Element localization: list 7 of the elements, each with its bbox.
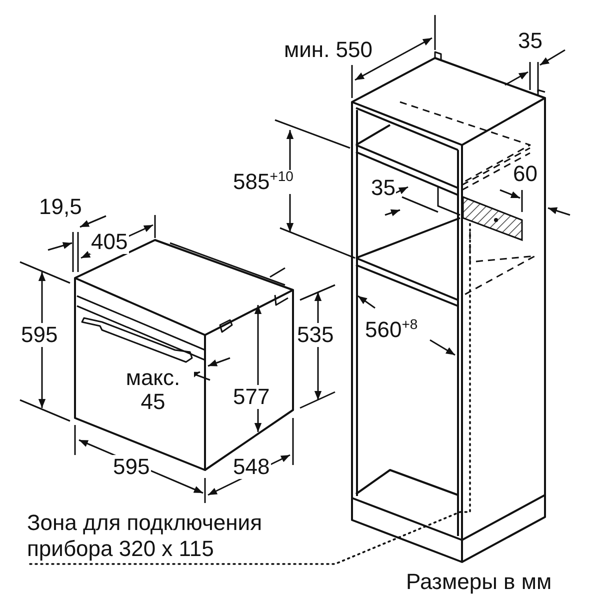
dimension-label: 577 [232, 385, 271, 409]
note-text: Зона для подключения прибора 320 x 115 [27, 510, 347, 562]
leader-line [29, 222, 471, 565]
dimension-label: 585$^{+10}$ [232, 170, 294, 194]
hatched-zone [462, 196, 523, 242]
dimension-label: 535 [296, 323, 335, 347]
dimension-label: 595 [20, 323, 59, 347]
